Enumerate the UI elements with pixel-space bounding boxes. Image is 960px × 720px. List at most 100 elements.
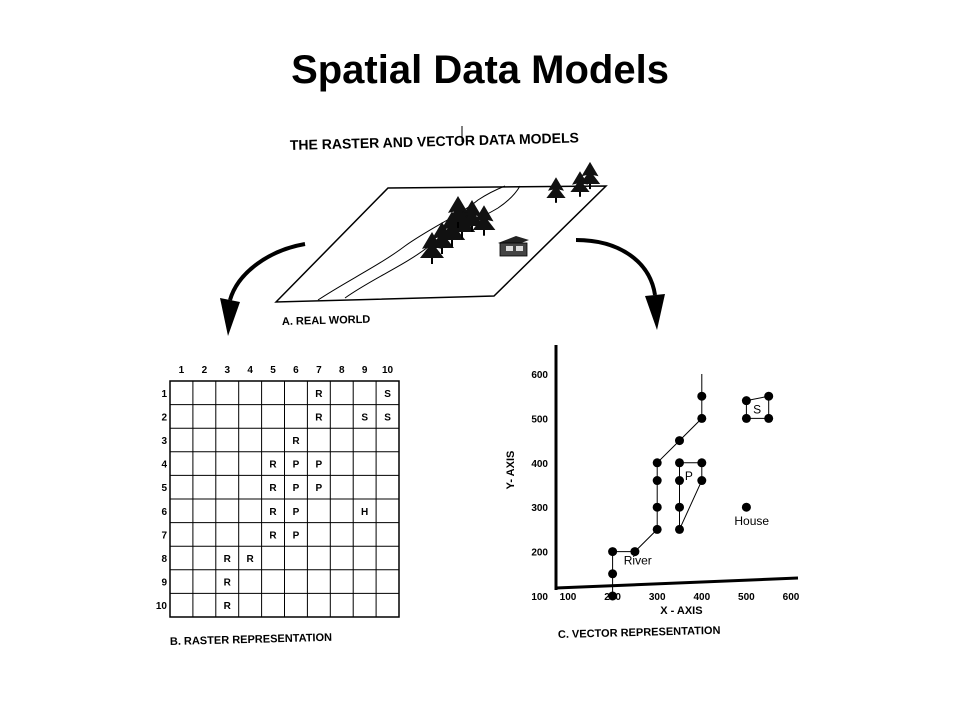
river-vertex <box>608 547 618 557</box>
y-axis-label: Y- AXIS <box>505 451 517 490</box>
raster-cell-value: P <box>316 483 323 494</box>
river-vertex <box>608 591 618 601</box>
river-vertex <box>608 569 618 579</box>
x-axis-line <box>555 576 799 590</box>
raster-cell-value: S <box>384 389 391 400</box>
raster-column-label: 5 <box>270 365 276 376</box>
figure-heading: THE RASTER AND VECTOR DATA MODELS <box>290 129 579 153</box>
vector-caption: C. VECTOR REPRESENTATION <box>558 625 721 641</box>
raster-column-label: 3 <box>224 365 230 376</box>
raster-cell-value: R <box>292 436 300 447</box>
y-tick-label: 300 <box>531 503 548 514</box>
raster-row-label: 4 <box>161 460 167 471</box>
polygon-vertex <box>675 524 684 534</box>
arrow-to-vector <box>575 238 665 330</box>
raster-cell-value: R <box>315 412 323 423</box>
river-vertex <box>652 458 662 468</box>
raster-column-label: 7 <box>316 365 322 376</box>
slide-title: Spatial Data Models <box>291 48 669 92</box>
polygon-vertex <box>675 458 684 468</box>
tree-icon <box>420 232 444 264</box>
x-tick-label: 400 <box>693 592 710 603</box>
raster-row-label: 3 <box>161 436 167 447</box>
y-tick-label: 500 <box>531 414 548 425</box>
polygon-label: P <box>685 469 693 483</box>
y-tick-label: 400 <box>531 459 548 470</box>
tree-icon <box>570 171 590 197</box>
tree-crown <box>446 196 470 222</box>
square-vertex <box>741 413 751 423</box>
raster-column-label: 6 <box>293 365 299 376</box>
raster-row-label: 5 <box>161 483 167 494</box>
square-vertex <box>741 396 751 406</box>
raster-cell-value: R <box>269 507 277 518</box>
tree-icon <box>472 205 496 236</box>
raster-column-label: 4 <box>247 365 253 376</box>
raster-cell-value: P <box>293 530 300 541</box>
tree-icon <box>579 161 601 190</box>
raster-row-label: 2 <box>161 412 167 423</box>
y-tick-label: 600 <box>531 370 548 381</box>
raster-cell-value: R <box>224 601 232 612</box>
raster-cell-value: R <box>224 578 232 589</box>
tree-crown <box>420 232 444 258</box>
raster-cell-value: R <box>315 389 323 400</box>
raster-row-label: 9 <box>161 578 167 589</box>
real-world-caption: A. REAL WORLD <box>282 314 371 328</box>
house-icon <box>498 236 529 257</box>
raster-column-label: 9 <box>362 365 368 376</box>
raster-column-label: 1 <box>179 365 185 376</box>
tree-crown <box>546 177 566 198</box>
raster-cell-value: R <box>269 483 277 494</box>
river-vertex <box>697 413 707 423</box>
x-tick-label: 600 <box>783 592 800 603</box>
raster-cell-value: R <box>269 460 277 471</box>
raster-cell-value: S <box>384 412 391 423</box>
x-axis-label: X - AXIS <box>660 605 702 617</box>
house-point <box>741 502 751 512</box>
polygon-vertex <box>675 502 684 512</box>
house-label: House <box>734 514 769 528</box>
square-label: S <box>753 403 761 417</box>
vector-plot: 100200300400500600100200300400500600X - … <box>505 345 800 617</box>
raster-cell-value: R <box>269 530 277 541</box>
raster-cell-value: P <box>293 460 300 471</box>
river-bank-left <box>317 185 506 301</box>
arrow-to-raster <box>220 242 306 336</box>
raster-caption: B. RASTER REPRESENTATION <box>170 632 332 648</box>
polygon-vertex <box>697 476 707 486</box>
tree-crown <box>472 205 496 230</box>
square-vertex <box>764 391 774 401</box>
raster-column-label: 2 <box>202 365 208 376</box>
tree-icon <box>438 211 466 247</box>
real-world-panel: A. REAL WORLD <box>274 161 608 328</box>
tree-icon <box>546 177 566 203</box>
tree-crown <box>579 161 601 184</box>
raster-column-label: 8 <box>339 365 345 376</box>
raster-row-label: 10 <box>156 601 168 612</box>
raster-cell-value: H <box>361 507 368 518</box>
raster-cell-value: P <box>293 483 300 494</box>
raster-cell-value: R <box>224 554 232 565</box>
tree-crown <box>430 222 454 248</box>
polygon-vertex <box>675 476 684 486</box>
raster-cell-value: S <box>361 412 368 423</box>
river-vertex <box>630 547 640 557</box>
raster-row-label: 7 <box>161 530 167 541</box>
river-vertex <box>652 524 662 534</box>
y-tick-label: 100 <box>531 592 548 603</box>
raster-cell-value: P <box>316 460 323 471</box>
river-label: River <box>624 554 652 568</box>
raster-row-label: 8 <box>161 554 167 565</box>
tree-icon <box>446 196 470 228</box>
raster-cell-value: P <box>293 507 300 518</box>
raster-row-label: 6 <box>161 507 167 518</box>
raster-column-label: 10 <box>382 365 394 376</box>
river-vertex <box>652 476 662 486</box>
x-tick-label: 500 <box>738 592 755 603</box>
x-tick-label: 300 <box>649 592 666 603</box>
tree-crown <box>570 171 590 192</box>
x-tick-label: 100 <box>560 592 577 603</box>
tree-crown <box>438 211 466 240</box>
